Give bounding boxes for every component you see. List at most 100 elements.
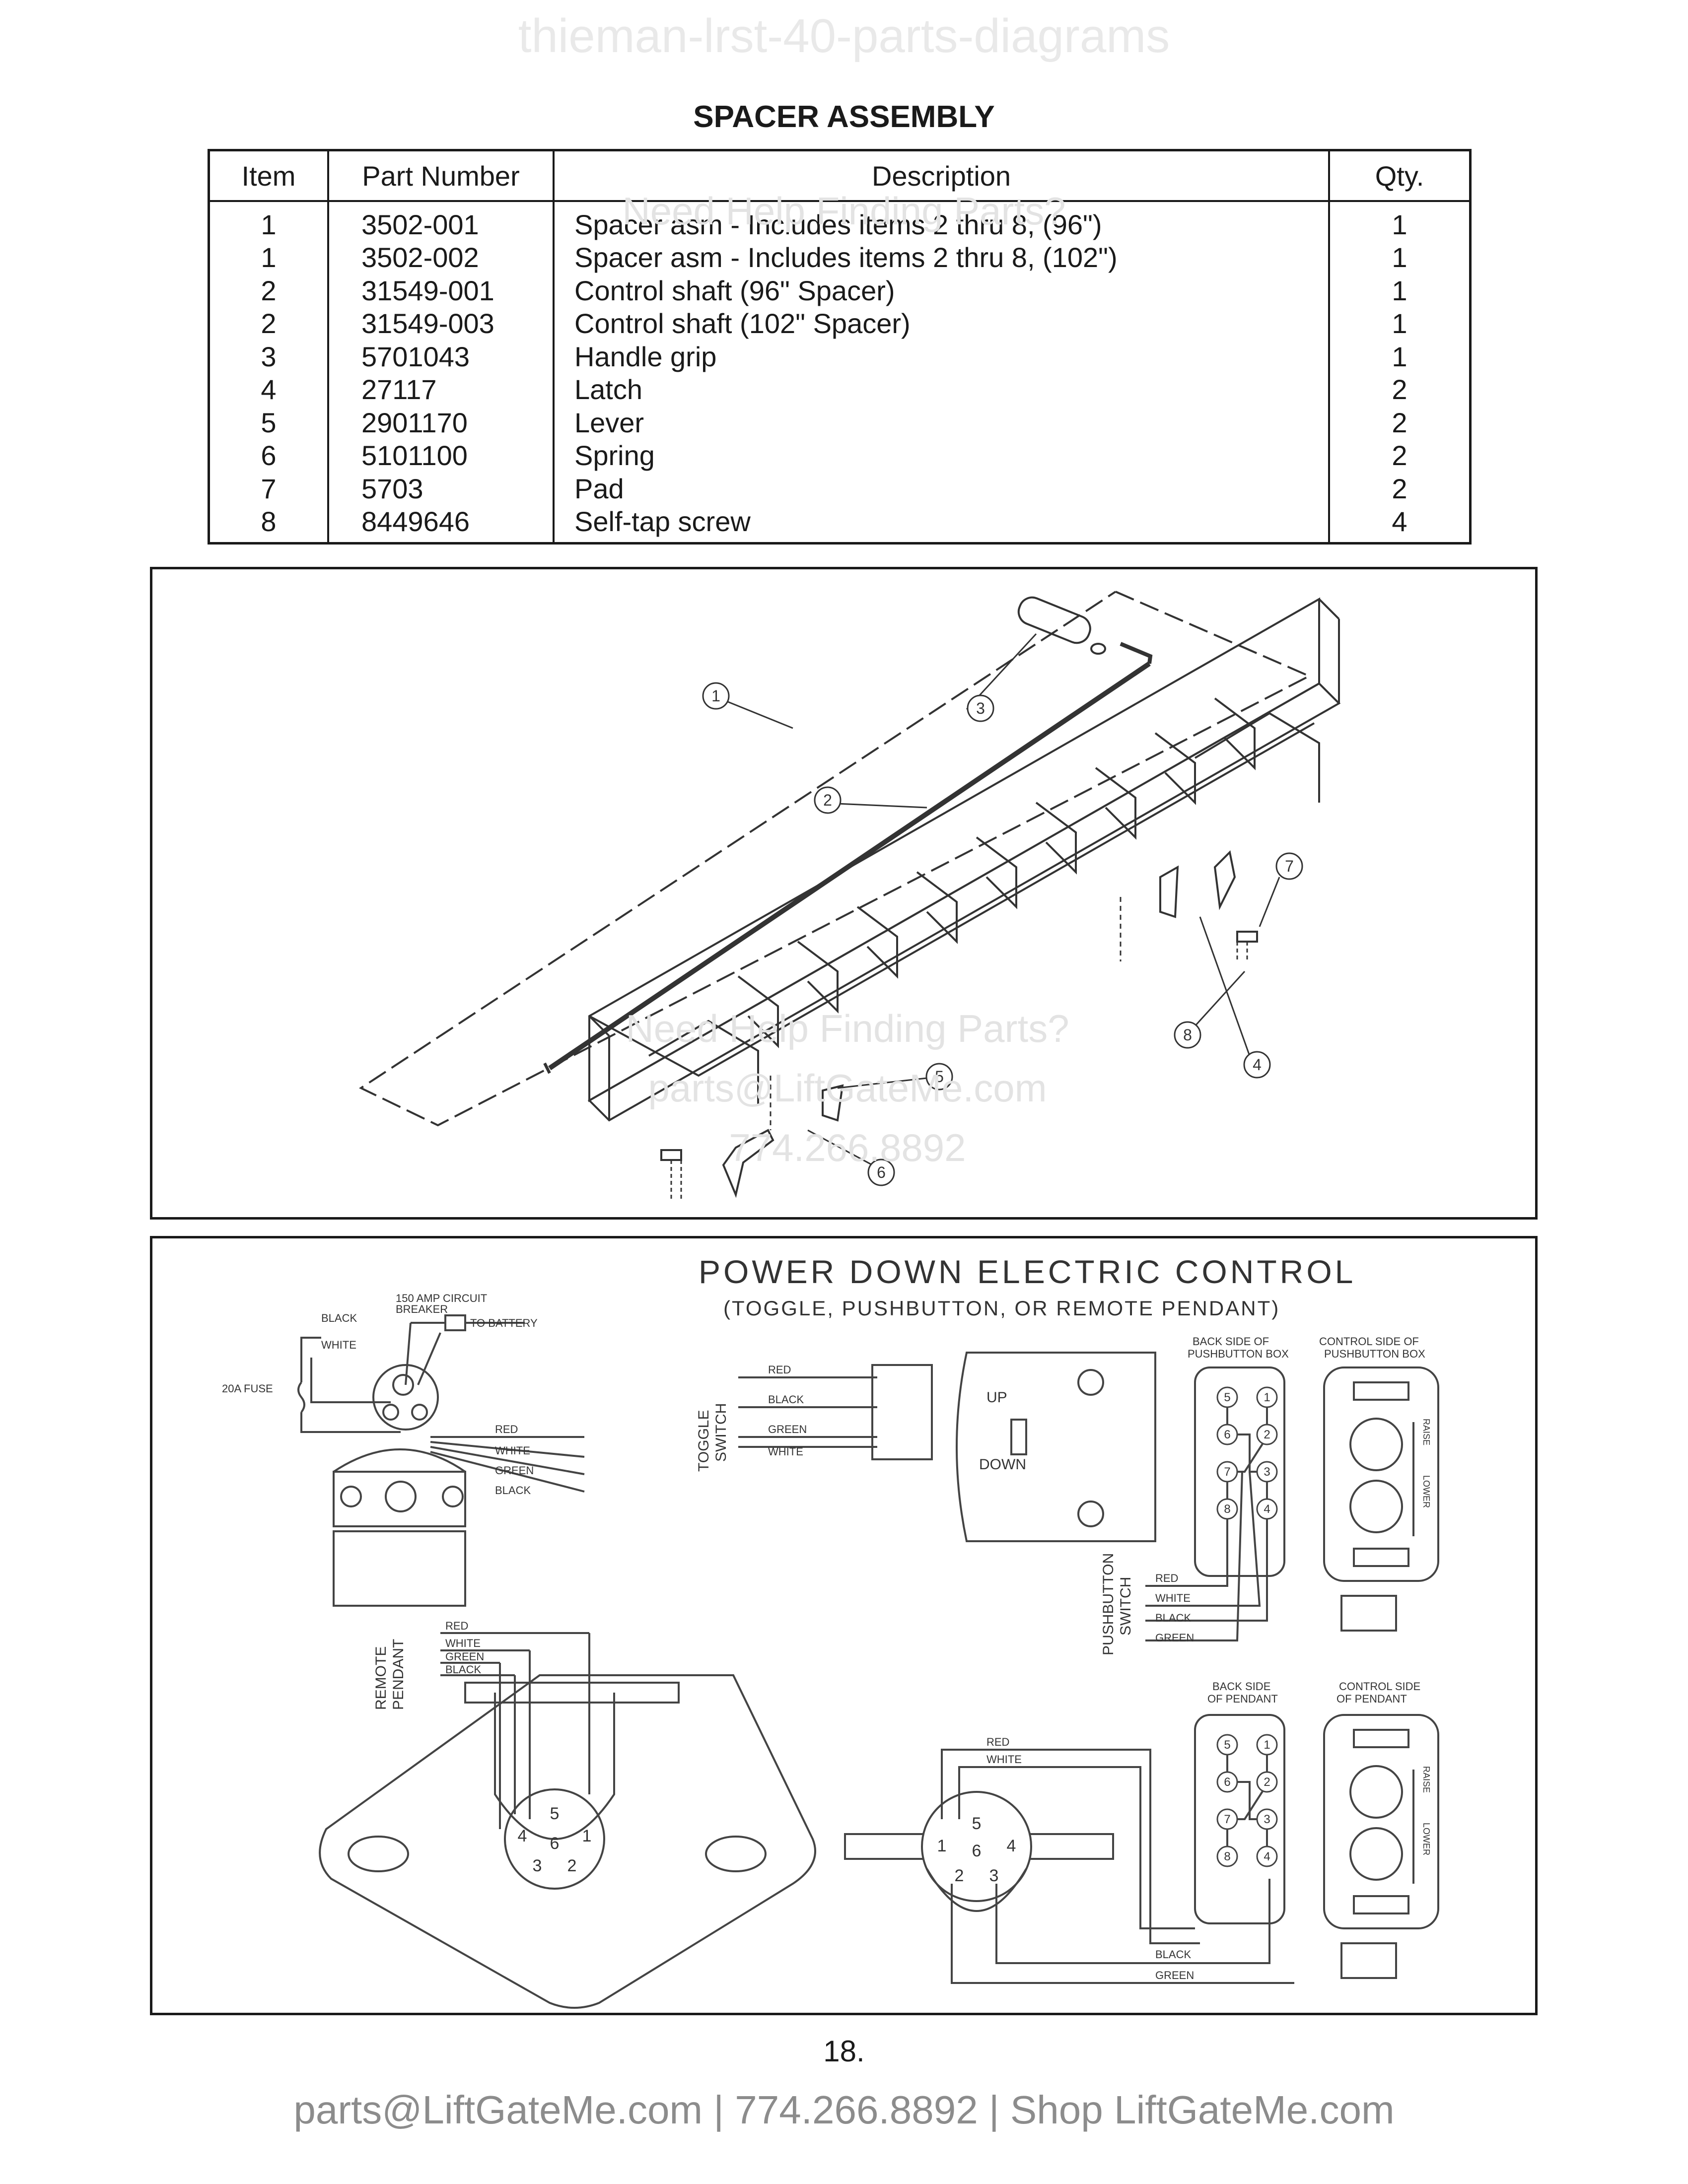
cell-item: 5 bbox=[209, 406, 329, 439]
cell-part-number: 5703 bbox=[328, 472, 555, 505]
plug1-pin-5: 5 bbox=[550, 1804, 560, 1823]
socket-wire-black: BLACK bbox=[1155, 1948, 1191, 1961]
pushbutton-control-box bbox=[1323, 1366, 1439, 1632]
toggle-switch-label-2: SWITCH bbox=[713, 1403, 729, 1462]
electric-subtitle: (TOGGLE, PUSHBUTTON, OR REMOTE PENDANT) bbox=[723, 1297, 1280, 1320]
cell-description: Self-tap screw bbox=[554, 505, 1330, 544]
cell-qty: 1 bbox=[1392, 208, 1407, 240]
cell-description: Latch bbox=[554, 373, 1330, 406]
pb-terminal-7: 7 bbox=[1224, 1465, 1230, 1479]
toggle-wire-white: WHITE bbox=[768, 1445, 803, 1458]
table-header-row: Item Part Number Description Qty. bbox=[209, 150, 1471, 202]
lever-right bbox=[1159, 865, 1179, 918]
cell-qty: 1 bbox=[1392, 341, 1407, 372]
pend-terminal-1: 1 bbox=[1264, 1738, 1270, 1752]
electric-control-panel: POWER DOWN ELECTRIC CONTROL (TOGGLE, PUS… bbox=[150, 1236, 1538, 2015]
toggle-up-label: UP bbox=[986, 1389, 1007, 1406]
plug2-pin-2: 2 bbox=[955, 1866, 964, 1885]
pend-terminal-2: 2 bbox=[1264, 1775, 1270, 1789]
callout-6-circle bbox=[867, 1159, 895, 1186]
pb-back-label-1: BACK SIDE OF bbox=[1193, 1335, 1269, 1348]
remote-pendant-plug bbox=[319, 1632, 816, 2009]
cell-item: 8 bbox=[209, 505, 329, 544]
cell-item: 6 bbox=[209, 439, 329, 472]
callout-7: 7 bbox=[1285, 857, 1294, 875]
pb-terminal-2: 2 bbox=[1264, 1428, 1270, 1441]
cell-qty: 2 bbox=[1392, 407, 1407, 438]
remote-label-2: PENDANT bbox=[390, 1639, 407, 1710]
pendant-socket bbox=[844, 1749, 1294, 1984]
pb-raise-label: RAISE bbox=[1421, 1419, 1431, 1445]
cell-description: Handle grip bbox=[554, 340, 1330, 373]
pendant-wire-black: BLACK bbox=[445, 1663, 481, 1676]
cell-qty: 2 bbox=[1392, 473, 1407, 504]
pb-ctrl-label-1: CONTROL SIDE OF bbox=[1319, 1335, 1419, 1348]
callout-4: 4 bbox=[1253, 1056, 1262, 1074]
cell-part-number: 8449646 bbox=[328, 505, 555, 544]
pb-wire-black: BLACK bbox=[1155, 1612, 1191, 1624]
pb-terminal-4: 4 bbox=[1264, 1502, 1270, 1516]
plug2-pin-3: 3 bbox=[989, 1866, 999, 1885]
callout-6: 6 bbox=[877, 1163, 886, 1181]
cell-part-number: 5701043 bbox=[328, 340, 555, 373]
page-title: SPACER ASSEMBLY bbox=[693, 100, 995, 134]
pend-back-label-1: BACK SIDE bbox=[1212, 1680, 1270, 1693]
pend-raise-label: RAISE bbox=[1421, 1766, 1431, 1793]
watermark-help-upper: Need Help Finding Parts? bbox=[622, 189, 1066, 233]
spacer-diagram-panel: 1 2 3 4 5 6 7 8 Need Help Finding Parts?… bbox=[150, 567, 1538, 1220]
latch-left bbox=[722, 1129, 774, 1198]
to-battery-label: TO BATTERY bbox=[470, 1317, 538, 1329]
cell-qty: 4 bbox=[1392, 506, 1407, 538]
plug1-pin-4: 4 bbox=[518, 1827, 527, 1845]
breaker-line1: 150 AMP CIRCUIT bbox=[396, 1292, 487, 1304]
latch-right bbox=[1213, 850, 1236, 910]
motor-wire-white: WHITE bbox=[321, 1339, 356, 1351]
pendant-wire-red: RED bbox=[445, 1620, 468, 1632]
cell-item: 1 bbox=[209, 241, 329, 274]
callout-2: 2 bbox=[823, 791, 832, 809]
pushbutton-label-1: PUSHBUTTON bbox=[1100, 1553, 1117, 1655]
callout-2-circle bbox=[814, 786, 842, 814]
callout-3: 3 bbox=[976, 699, 985, 717]
motor-wire-white-2: WHITE bbox=[495, 1444, 530, 1457]
toggle-switch bbox=[738, 1352, 1156, 1542]
pend-lower-label: LOWER bbox=[1421, 1823, 1431, 1855]
pend-terminal-4: 4 bbox=[1264, 1850, 1270, 1863]
watermark-help-lower: Need Help Finding Parts? bbox=[626, 1007, 1069, 1050]
toggle-wire-red: RED bbox=[768, 1364, 791, 1376]
control-shaft bbox=[548, 661, 1151, 1071]
cell-part-number: 2901170 bbox=[328, 406, 555, 439]
pb-lower-label: LOWER bbox=[1421, 1475, 1431, 1508]
callout-8: 8 bbox=[1183, 1026, 1192, 1044]
pushbutton-label-2: SWITCH bbox=[1118, 1577, 1134, 1636]
pb-back-label-2: PUSHBUTTON BOX bbox=[1188, 1348, 1289, 1360]
spacer-outline-dashed bbox=[358, 591, 1312, 1127]
breaker-line2: BREAKER bbox=[396, 1303, 448, 1315]
cell-description: Pad bbox=[554, 472, 1330, 505]
cell-description: Control shaft (102" Spacer) bbox=[554, 307, 1330, 340]
cell-description: Spring bbox=[554, 439, 1330, 472]
spacer-assembly-drawing: 1 2 3 4 5 6 7 8 bbox=[358, 591, 1341, 1200]
handle-grip bbox=[1017, 596, 1091, 644]
header-part-number: Part Number bbox=[328, 150, 555, 202]
motor-wire-green: GREEN bbox=[495, 1464, 534, 1477]
plug1-pin-3: 3 bbox=[533, 1856, 542, 1875]
cell-item: 2 bbox=[209, 307, 329, 340]
callout-1: 1 bbox=[711, 687, 720, 705]
socket-wire-green: GREEN bbox=[1155, 1969, 1194, 1981]
motor-wire-black-2: BLACK bbox=[495, 1484, 531, 1497]
pb-terminal-8: 8 bbox=[1224, 1502, 1230, 1516]
cell-description: Control shaft (96" Spacer) bbox=[554, 274, 1330, 307]
socket-wire-red: RED bbox=[986, 1736, 1009, 1748]
cell-qty: 2 bbox=[1392, 440, 1407, 472]
cell-part-number: 3502-002 bbox=[328, 241, 555, 274]
cell-part-number: 31549-003 bbox=[328, 307, 555, 340]
toggle-wire-black: BLACK bbox=[768, 1393, 804, 1406]
